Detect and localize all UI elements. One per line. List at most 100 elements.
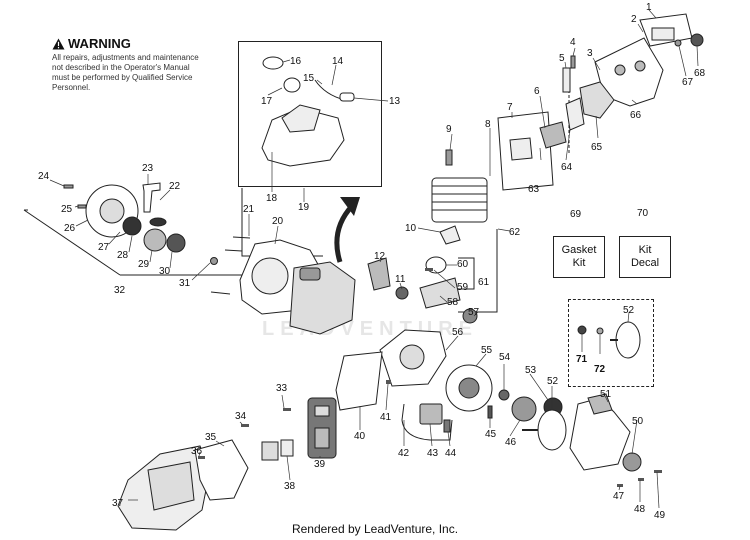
part-52-drum-inset: [615, 321, 641, 359]
callout-70: 70: [637, 208, 649, 219]
callout-37: 37: [112, 498, 124, 509]
part-67-nut: [674, 39, 682, 47]
callout-43: 43: [427, 448, 439, 459]
part-22-rope: [149, 217, 167, 227]
part-12-gasket: [367, 257, 391, 291]
callout-38: 38: [284, 481, 296, 492]
callout-56: 56: [452, 327, 464, 338]
part-35-shroud: [194, 439, 249, 501]
part-50-bearing: [622, 452, 642, 472]
part-46-clutch: [511, 396, 537, 422]
bracket-62: [458, 229, 498, 313]
callout-46: 46: [505, 437, 517, 448]
callout-49: 49: [654, 510, 666, 521]
callout-36: 36: [191, 446, 203, 457]
fuel-tank-inset-box: [238, 41, 382, 187]
callout-33: 33: [276, 383, 288, 394]
callout-27: 27: [98, 242, 110, 253]
callout-52: 52: [547, 376, 559, 387]
callout-9: 9: [446, 124, 452, 135]
part-30-pawl: [166, 233, 186, 253]
part-54-washer: [498, 389, 510, 401]
part-38-label: [280, 439, 294, 457]
part-43-ignition-module: [419, 403, 443, 425]
part-36-screw: [198, 456, 205, 459]
part-10-clamp: [439, 225, 461, 245]
part-9-spark-plug: [445, 149, 453, 166]
callout-44: 44: [445, 448, 457, 459]
callout-54: 54: [499, 352, 511, 363]
curved-arrow: [334, 197, 360, 263]
part-cylinder: [431, 177, 488, 223]
callout-45: 45: [485, 429, 497, 440]
callout-62: 62: [509, 227, 521, 238]
callout-15: 15: [303, 73, 315, 84]
callout-55: 55: [481, 345, 493, 356]
callout-32: 32: [114, 285, 126, 296]
gasket-kit-box: Gasket Kit: [553, 236, 605, 278]
callout-23: 23: [142, 163, 154, 174]
part-41-screw: [386, 380, 391, 384]
callout-47: 47: [613, 491, 625, 502]
callout-53: 53: [525, 365, 537, 376]
callout-72: 72: [594, 364, 606, 375]
clutch-inset-box: [568, 299, 654, 387]
part-63-gasket: [539, 121, 567, 149]
callout-25: 25: [61, 204, 73, 215]
callout-26: 26: [64, 223, 76, 234]
part-33-screw: [283, 408, 291, 411]
callout-35: 35: [205, 432, 217, 443]
callout-58: 58: [447, 297, 459, 308]
part-49-screw: [654, 470, 662, 473]
callout-71: 71: [576, 354, 588, 365]
callout-20: 20: [272, 216, 284, 227]
callout-39: 39: [314, 459, 326, 470]
callout-12: 12: [374, 251, 386, 262]
part-57-bearing: [462, 308, 478, 324]
callout-13: 13: [389, 96, 401, 107]
callout-21: 21: [243, 204, 255, 215]
part-65-carburetor: [579, 81, 615, 119]
callout-31: 31: [179, 278, 191, 289]
callout-16: 16: [290, 56, 302, 67]
warning-title: WARNING: [52, 36, 202, 51]
callout-7: 7: [507, 102, 513, 113]
part-59-pin: [425, 268, 433, 271]
warning-block: WARNING All repairs, adjustments and mai…: [52, 36, 202, 93]
callout-52-inset: 52: [623, 305, 635, 316]
bracket-61: [458, 257, 475, 290]
callout-60: 60: [457, 259, 469, 270]
callout-69: 69: [570, 209, 582, 220]
callout-1: 1: [646, 2, 652, 13]
callout-57: 57: [468, 307, 480, 318]
callout-68: 68: [694, 68, 706, 79]
part-31-nut: [210, 257, 218, 265]
callout-22: 22: [169, 181, 181, 192]
warning-icon: [52, 38, 65, 49]
part-44-boot: [443, 419, 451, 433]
part-64-spacer: [565, 97, 585, 131]
footer-credit: Rendered by LeadVenture, Inc.: [291, 522, 459, 536]
part-45-bolt: [487, 405, 493, 419]
part-5-gasket: [562, 67, 571, 93]
part-23-handle: [142, 182, 161, 213]
part-18-fuel-tank: [261, 107, 345, 167]
part-58-crankshaft: [419, 277, 461, 309]
callout-labels: 1 2 3 4 5 6 7 8 9 10 11 12 13 14 15 16 1…: [38, 2, 706, 521]
part-27-spring: [122, 216, 142, 236]
callout-18: 18: [266, 193, 278, 204]
callout-30: 30: [159, 266, 171, 277]
part-52-clutch-drum: [537, 409, 567, 451]
callout-6: 6: [534, 86, 540, 97]
callout-29: 29: [138, 259, 150, 270]
callout-14: 14: [332, 56, 344, 67]
callout-65: 65: [591, 142, 603, 153]
callout-3: 3: [587, 48, 593, 59]
callout-61: 61: [478, 277, 490, 288]
callout-19: 19: [298, 202, 310, 213]
callout-28: 28: [117, 250, 129, 261]
part-11-bearing: [395, 286, 409, 300]
callout-4: 4: [570, 37, 576, 48]
callout-11: 11: [395, 274, 406, 285]
